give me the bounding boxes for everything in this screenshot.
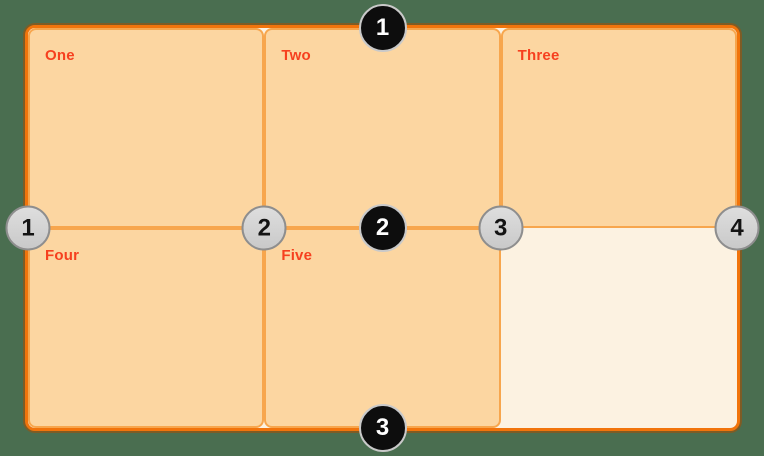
grid-cell-four: Four xyxy=(28,228,265,428)
grid-cell-one: One xyxy=(28,28,265,228)
grid-cell-five: Five xyxy=(264,228,501,428)
row-line-badge-2: 2 xyxy=(358,204,407,252)
row-line-badge-3: 3 xyxy=(358,404,407,452)
grid-container: One Two Three Four Five 1 2 3 1 2 3 4 xyxy=(5,4,760,452)
column-line-badge-1: 1 xyxy=(5,205,51,251)
column-line-badge-3: 3 xyxy=(478,205,524,251)
column-line-badge-4: 4 xyxy=(714,205,760,251)
grid-cell-two: Two xyxy=(264,28,501,228)
grid-cell-empty xyxy=(501,228,737,428)
grid-cell-three: Three xyxy=(500,28,737,228)
row-line-badge-1: 1 xyxy=(358,4,407,52)
column-line-badge-2: 2 xyxy=(241,205,287,251)
